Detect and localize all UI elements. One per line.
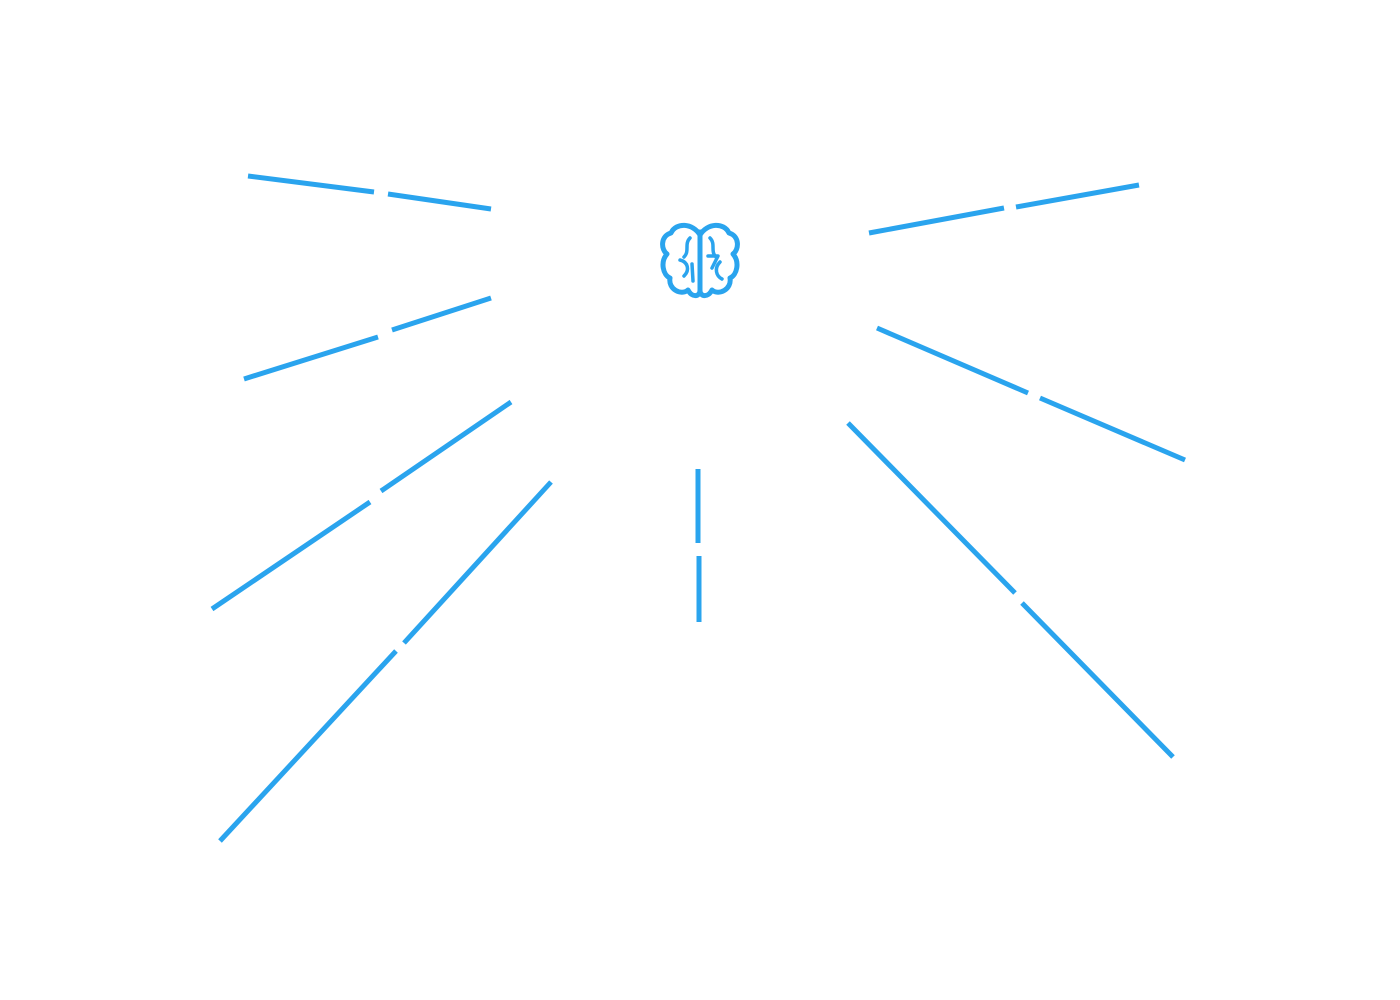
connector-segment bbox=[379, 399, 513, 494]
connector-segment bbox=[1015, 182, 1140, 210]
connector-segment bbox=[868, 205, 1005, 236]
connector-line bbox=[876, 325, 1186, 463]
connector-group bbox=[210, 173, 1186, 843]
brain-icon bbox=[660, 222, 740, 299]
connector-line bbox=[243, 295, 492, 382]
connector-segment bbox=[387, 191, 492, 212]
connector-segment bbox=[391, 295, 492, 333]
connector-segment bbox=[210, 499, 372, 612]
connector-segment bbox=[243, 334, 379, 382]
connector-line bbox=[868, 182, 1140, 236]
connector-segment bbox=[1039, 395, 1186, 463]
connector-segment bbox=[1020, 601, 1175, 759]
connector-line bbox=[210, 399, 513, 612]
connector-segment bbox=[247, 173, 375, 195]
connector-line bbox=[695, 469, 702, 622]
connector-segment bbox=[846, 421, 1017, 595]
connector-segment bbox=[218, 649, 398, 843]
connector-line bbox=[218, 480, 553, 843]
connector-segment bbox=[876, 325, 1029, 396]
connector-segment bbox=[402, 480, 553, 645]
connector-line bbox=[247, 173, 492, 212]
connector-line bbox=[846, 421, 1175, 759]
